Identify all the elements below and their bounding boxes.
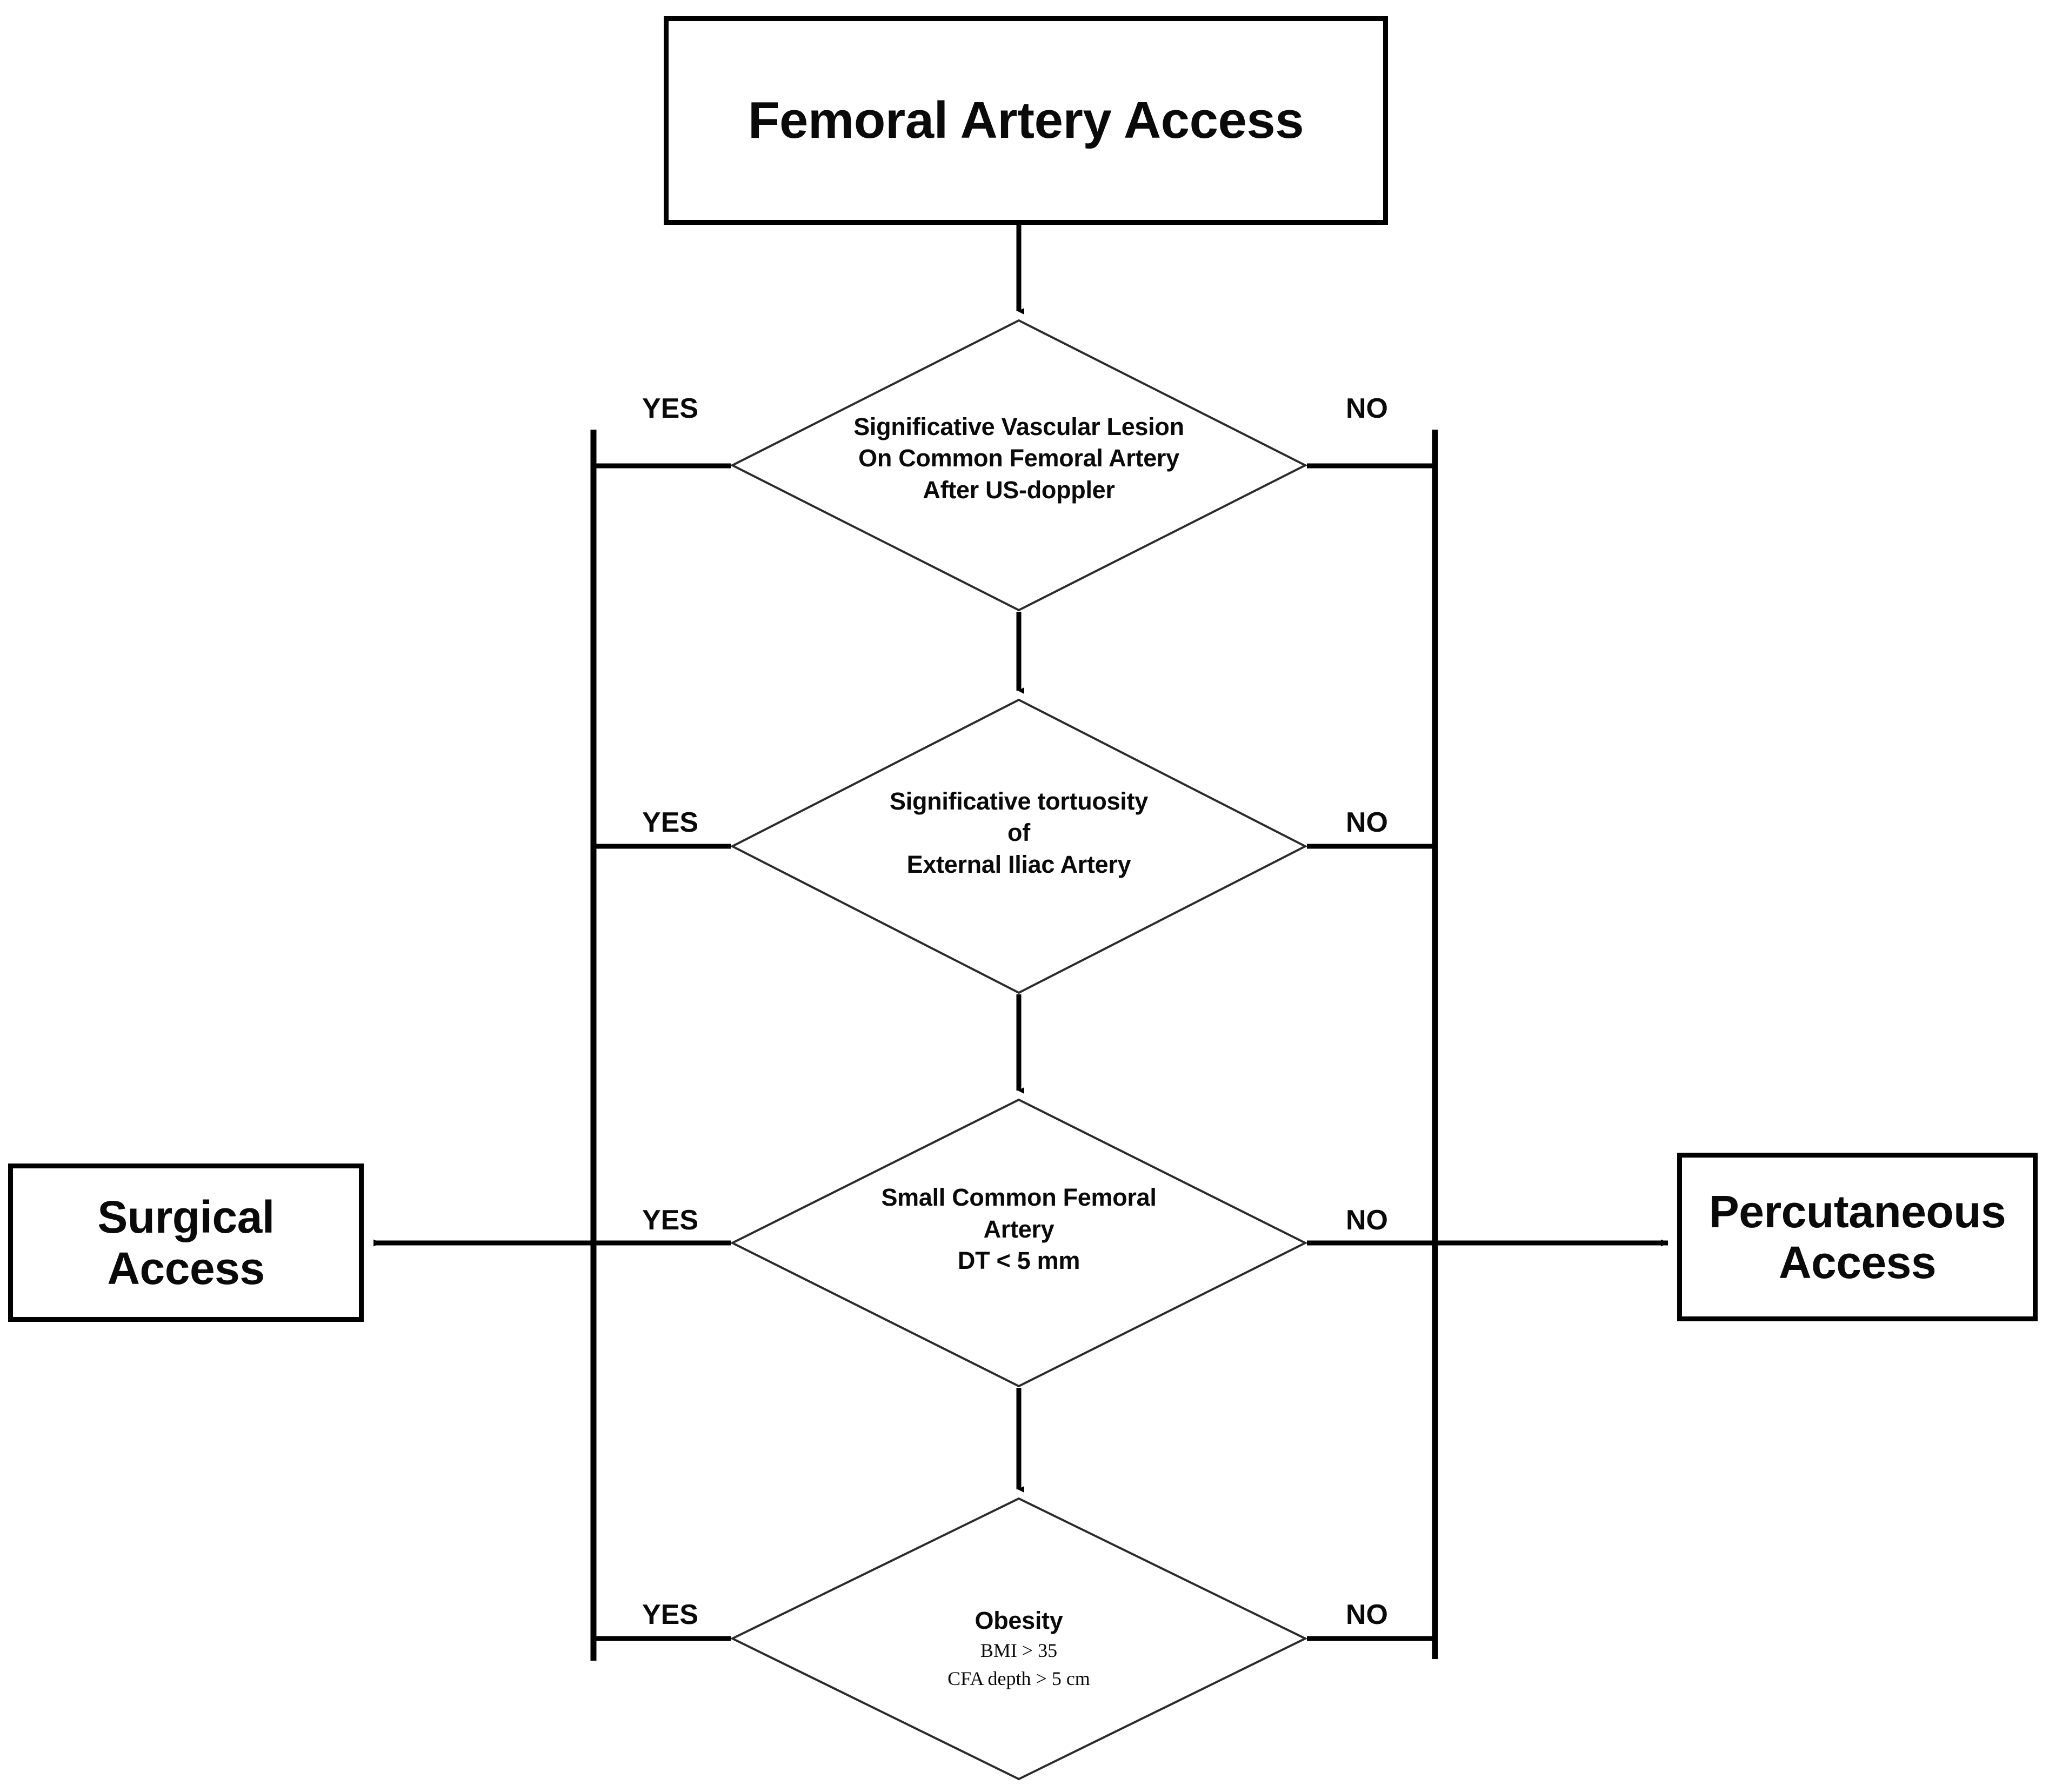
node-femoral-artery-access[interactable]: Femoral Artery Access bbox=[664, 16, 1388, 225]
branch-label-no-2: NO bbox=[1346, 807, 1388, 838]
decision-small-cfa[interactable]: Small Common Femoral Artery DT < 5 mm bbox=[731, 1098, 1307, 1388]
decision-line: Significative tortuosity bbox=[890, 787, 1148, 815]
surgical-line-1: Surgical bbox=[97, 1192, 275, 1243]
percutaneous-line-2: Access bbox=[1778, 1237, 1937, 1288]
branch-label-yes-4: YES bbox=[642, 1599, 699, 1630]
decision-line: Obesity bbox=[975, 1606, 1063, 1634]
decision-line: Small Common Femoral bbox=[881, 1183, 1157, 1212]
branch-label-no-1: NO bbox=[1346, 393, 1388, 424]
branch-label-no-4: NO bbox=[1346, 1599, 1388, 1630]
node-surgical-access[interactable]: Surgical Access bbox=[8, 1164, 364, 1322]
decision-line: After US-doppler bbox=[923, 476, 1115, 504]
diamond-shape-2 bbox=[731, 698, 1307, 994]
node-label-percutaneous: Percutaneous Access bbox=[1709, 1186, 2006, 1288]
decision-label-3: Small Common Femoral Artery DT < 5 mm bbox=[811, 1182, 1226, 1277]
decision-line: External Iliac Artery bbox=[906, 850, 1131, 878]
decision-line: On Common Femoral Artery bbox=[858, 444, 1179, 472]
diamond-shape-3 bbox=[731, 1098, 1307, 1388]
percutaneous-line-1: Percutaneous bbox=[1708, 1186, 2006, 1237]
decision-vascular-lesion[interactable]: Significative Vascular Lesion On Common … bbox=[731, 319, 1307, 612]
branch-label-no-3: NO bbox=[1346, 1205, 1388, 1236]
node-label-start: Femoral Artery Access bbox=[747, 91, 1304, 150]
node-label-surgical: Surgical Access bbox=[97, 1192, 275, 1294]
decision-label-4: Obesity BMI > 35 CFA depth > 5 cm bbox=[811, 1605, 1226, 1693]
decision-line: Artery bbox=[983, 1215, 1054, 1243]
decision-line: DT < 5 mm bbox=[957, 1247, 1080, 1275]
decision-obesity[interactable]: Obesity BMI > 35 CFA depth > 5 cm bbox=[731, 1497, 1307, 1781]
decision-label-2: Significative tortuosity of External Ili… bbox=[811, 786, 1226, 881]
branch-label-yes-1: YES bbox=[642, 393, 699, 424]
diamond-shape-4 bbox=[731, 1497, 1307, 1781]
decision-subline: CFA depth > 5 cm bbox=[947, 1668, 1090, 1690]
decision-line: of bbox=[1007, 819, 1030, 847]
decision-line: Significative Vascular Lesion bbox=[853, 412, 1184, 440]
branch-label-yes-2: YES bbox=[642, 807, 699, 838]
node-percutaneous-access[interactable]: Percutaneous Access bbox=[1677, 1153, 2038, 1321]
surgical-line-2: Access bbox=[107, 1242, 265, 1294]
decision-subline: BMI > 35 bbox=[980, 1640, 1058, 1661]
decision-label-1: Significative Vascular Lesion On Common … bbox=[811, 411, 1226, 506]
decision-tortuosity[interactable]: Significative tortuosity of External Ili… bbox=[731, 698, 1307, 994]
branch-label-yes-3: YES bbox=[642, 1205, 699, 1236]
diamond-shape-1 bbox=[731, 319, 1307, 612]
